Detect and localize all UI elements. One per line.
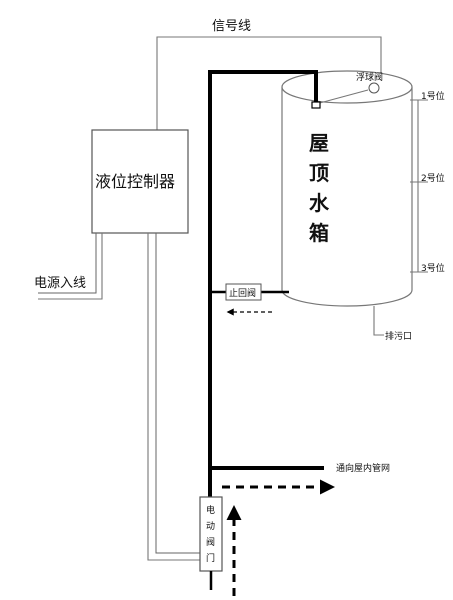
tank-char-1: 屋 <box>309 131 329 155</box>
control-wire-inner <box>155 233 200 554</box>
level3-label: 3号位 <box>421 262 445 274</box>
check-valve-label: 止回阀 <box>229 287 256 299</box>
float-ball <box>368 82 380 94</box>
main-supply-pipe <box>208 70 318 557</box>
float-valve-label: 浮球阀 <box>356 71 383 83</box>
roof-tank <box>281 87 413 307</box>
motor-valve-char-2: 动 <box>206 521 215 532</box>
signal-line <box>156 36 382 130</box>
level1-label: 1号位 <box>421 90 445 102</box>
power-input-line-2 <box>38 233 97 294</box>
tank-char-4: 箱 <box>309 221 329 245</box>
motor-valve-char-4: 门 <box>206 552 215 564</box>
tank-char-3: 水 <box>309 191 330 215</box>
inlet-nozzle <box>311 101 321 109</box>
level-controller-label: 液位控制器 <box>95 172 175 191</box>
control-wire-outer <box>147 233 200 561</box>
check-valve-box <box>225 283 262 301</box>
level-controller-box <box>91 129 189 234</box>
motor-valve-char-1: 电 <box>206 504 215 516</box>
level2-label: 2号位 <box>421 172 445 184</box>
float-valve-arm <box>315 89 369 105</box>
signal-line-label: 信号线 <box>212 19 251 34</box>
power-input-line <box>38 233 103 300</box>
drain-label: 排污口 <box>385 330 412 342</box>
motor-valve-char-3: 阀 <box>206 537 215 548</box>
to-house-label: 通向屋内管网 <box>336 462 390 474</box>
power-input-label: 电源入线 <box>34 276 86 291</box>
tank-char-2: 顶 <box>309 161 329 185</box>
roof-tank-top <box>281 70 413 104</box>
drain-pipe <box>373 306 384 336</box>
